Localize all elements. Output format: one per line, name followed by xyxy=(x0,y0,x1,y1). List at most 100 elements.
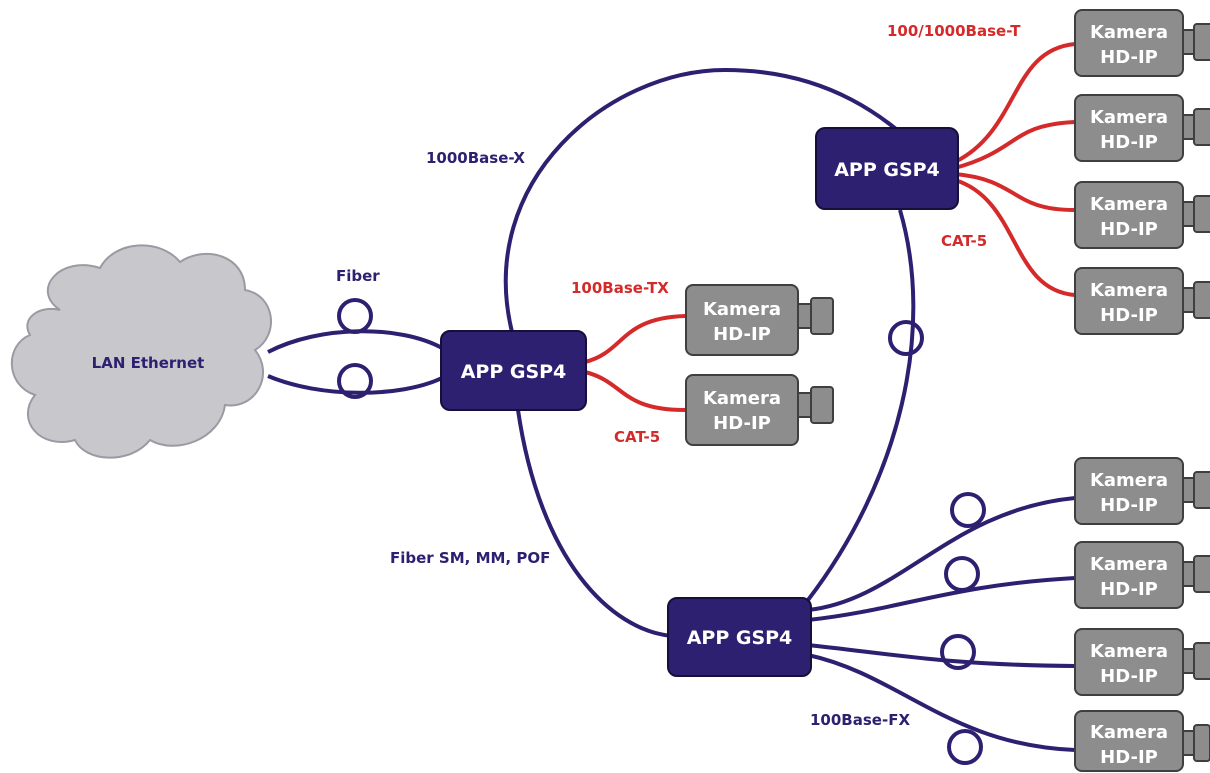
ring-segment-right xyxy=(806,209,916,602)
label-fiber-sm: Fiber SM, MM, POF xyxy=(390,549,550,567)
cat5-link xyxy=(584,314,686,364)
camera-lens-icon xyxy=(1193,195,1210,233)
fiber-loop-icon xyxy=(940,634,976,670)
cat5-links-main xyxy=(584,314,686,412)
camera-label-line2: HD-IP xyxy=(1100,305,1158,326)
switch-label: APP GSP4 xyxy=(834,159,940,181)
switch-box xyxy=(440,330,587,411)
fiber-loop-icon xyxy=(944,556,980,592)
ring-segment-bottom xyxy=(516,409,673,638)
label-100base-tx: 100Base-TX xyxy=(571,279,669,297)
camera-body xyxy=(685,284,799,356)
camera-label-line2: HD-IP xyxy=(713,324,771,345)
camera-body xyxy=(1074,9,1184,77)
fiber-loop-icon xyxy=(337,298,373,334)
camera-lens-icon xyxy=(1193,555,1210,593)
fiber-link-lower xyxy=(267,374,443,395)
camera-body xyxy=(1074,710,1184,772)
fiber-link xyxy=(807,496,1076,612)
camera-top-3: Kamera HD-IP xyxy=(1074,181,1210,249)
camera-label-line1: Kamera xyxy=(1090,280,1168,301)
camera-body xyxy=(1074,94,1184,162)
cat5-link xyxy=(954,178,1076,297)
camera-label-line1: Kamera xyxy=(1090,722,1168,743)
fiber-links-bottom xyxy=(807,492,1076,765)
camera-label-line1: Kamera xyxy=(1090,194,1168,215)
switch-box xyxy=(815,127,959,210)
label-100base-fx: 100Base-FX xyxy=(810,711,910,729)
camera-lens-icon xyxy=(796,303,812,329)
camera-label-line2: HD-IP xyxy=(1100,579,1158,600)
camera-lens-icon xyxy=(1193,108,1210,146)
label-fiber: Fiber xyxy=(336,267,380,285)
switch-label: APP GSP4 xyxy=(461,361,567,383)
fiber-ring xyxy=(503,67,930,638)
fiber-loop-icon xyxy=(950,492,986,528)
camera-top-2: Kamera HD-IP xyxy=(1074,94,1210,162)
cat5-link xyxy=(584,370,686,412)
cat5-link xyxy=(954,120,1076,170)
camera-label-line1: Kamera xyxy=(703,388,781,409)
camera-label-line1: Kamera xyxy=(1090,641,1168,662)
camera-bottom-3: Kamera HD-IP xyxy=(1074,628,1210,696)
camera-label-line1: Kamera xyxy=(1090,22,1168,43)
camera-body xyxy=(1074,181,1184,249)
label-cat5-main: CAT-5 xyxy=(614,428,660,446)
camera-top-1: Kamera HD-IP xyxy=(1074,9,1210,77)
fiber-loop-icon xyxy=(947,729,983,765)
switch-label: APP GSP4 xyxy=(687,627,793,649)
fiber-link-upper xyxy=(267,329,443,354)
cat5-link xyxy=(954,42,1076,164)
switch-box xyxy=(667,597,812,677)
camera-label-line2: HD-IP xyxy=(1100,495,1158,516)
camera-lens-icon xyxy=(1193,642,1210,680)
camera-body xyxy=(1074,267,1184,335)
fiber-link xyxy=(807,576,1076,622)
camera-main-1: Kamera HD-IP xyxy=(685,284,834,356)
label-cat5-top: CAT-5 xyxy=(941,232,987,250)
switch-top: APP GSP4 xyxy=(815,127,959,210)
label-1000base-x: 1000Base-X xyxy=(426,149,525,167)
camera-body xyxy=(1074,628,1184,696)
ring-segment-top xyxy=(503,67,930,333)
camera-lens-icon xyxy=(810,386,834,424)
fiber-link xyxy=(807,653,1076,752)
cat5-link xyxy=(954,172,1076,212)
camera-label-line2: HD-IP xyxy=(1100,47,1158,68)
camera-main-2: Kamera HD-IP xyxy=(685,374,834,446)
camera-label-line2: HD-IP xyxy=(713,413,771,434)
camera-lens-icon xyxy=(1193,281,1210,319)
camera-lens-icon xyxy=(796,392,812,418)
switch-bottom: APP GSP4 xyxy=(667,597,812,677)
camera-label-line1: Kamera xyxy=(703,299,781,320)
fiber-loop-icon xyxy=(337,363,373,399)
fiber-link xyxy=(807,643,1076,668)
camera-body xyxy=(1074,457,1184,525)
camera-label-line2: HD-IP xyxy=(1100,747,1158,768)
camera-label-line1: Kamera xyxy=(1090,107,1168,128)
cloud-shape xyxy=(10,244,272,459)
camera-bottom-2: Kamera HD-IP xyxy=(1074,541,1210,609)
camera-lens-icon xyxy=(1193,471,1210,509)
camera-lens-icon xyxy=(1193,23,1210,61)
lan-cloud: LAN Ethernet xyxy=(10,244,272,459)
camera-body xyxy=(1074,541,1184,609)
camera-lens-icon xyxy=(1193,724,1210,762)
fiber-links-lan xyxy=(267,298,443,399)
fiber-loop-icon xyxy=(888,320,924,356)
camera-lens-icon xyxy=(810,297,834,335)
cloud-label: LAN Ethernet xyxy=(92,354,205,372)
camera-label-line2: HD-IP xyxy=(1100,132,1158,153)
switch-main: APP GSP4 xyxy=(440,330,587,411)
label-1000base-t: 100/1000Base-T xyxy=(887,22,1021,40)
camera-bottom-4: Kamera HD-IP xyxy=(1074,710,1210,772)
camera-body xyxy=(685,374,799,446)
cat5-links-top xyxy=(954,42,1076,297)
camera-label-line2: HD-IP xyxy=(1100,219,1158,240)
camera-label-line2: HD-IP xyxy=(1100,666,1158,687)
camera-top-4: Kamera HD-IP xyxy=(1074,267,1210,335)
camera-bottom-1: Kamera HD-IP xyxy=(1074,457,1210,525)
camera-label-line1: Kamera xyxy=(1090,554,1168,575)
camera-label-line1: Kamera xyxy=(1090,470,1168,491)
